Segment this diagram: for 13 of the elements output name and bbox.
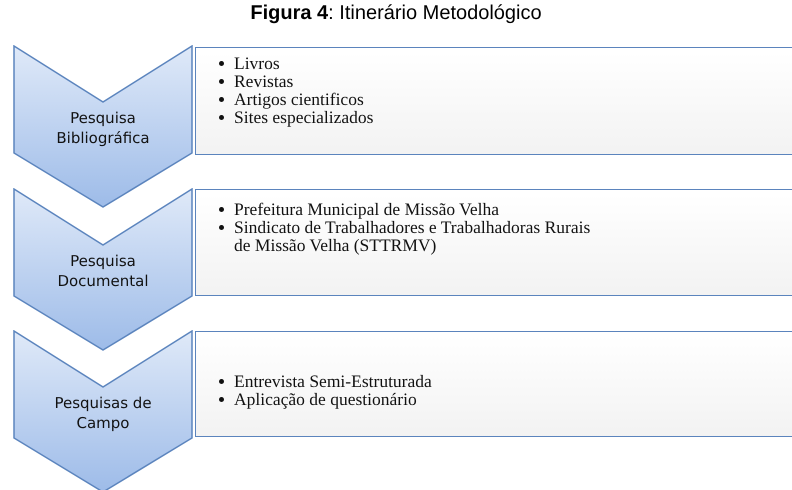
bullet-item: Aplicação de questionário [234,389,417,409]
bullet-item: Livros [234,53,280,73]
step-label: Pesquisa Documental [56,251,150,291]
step-label: Pesquisas de Campo [53,393,153,433]
bullet-item: Entrevista Semi-Estruturada [234,371,432,391]
content-panel [195,331,792,437]
bullet-item: Artigos cientificos [234,89,364,109]
step-label: Pesquisa Bibliográfica [55,108,151,148]
bullet-item: Revistas [234,71,294,91]
content-panel [195,189,792,296]
figure-title: Figura 4: Itinerário Metodológico [249,2,543,25]
content-panel [195,47,792,155]
bullet-item: Prefeitura Municipal de Missão Velha [234,199,500,219]
